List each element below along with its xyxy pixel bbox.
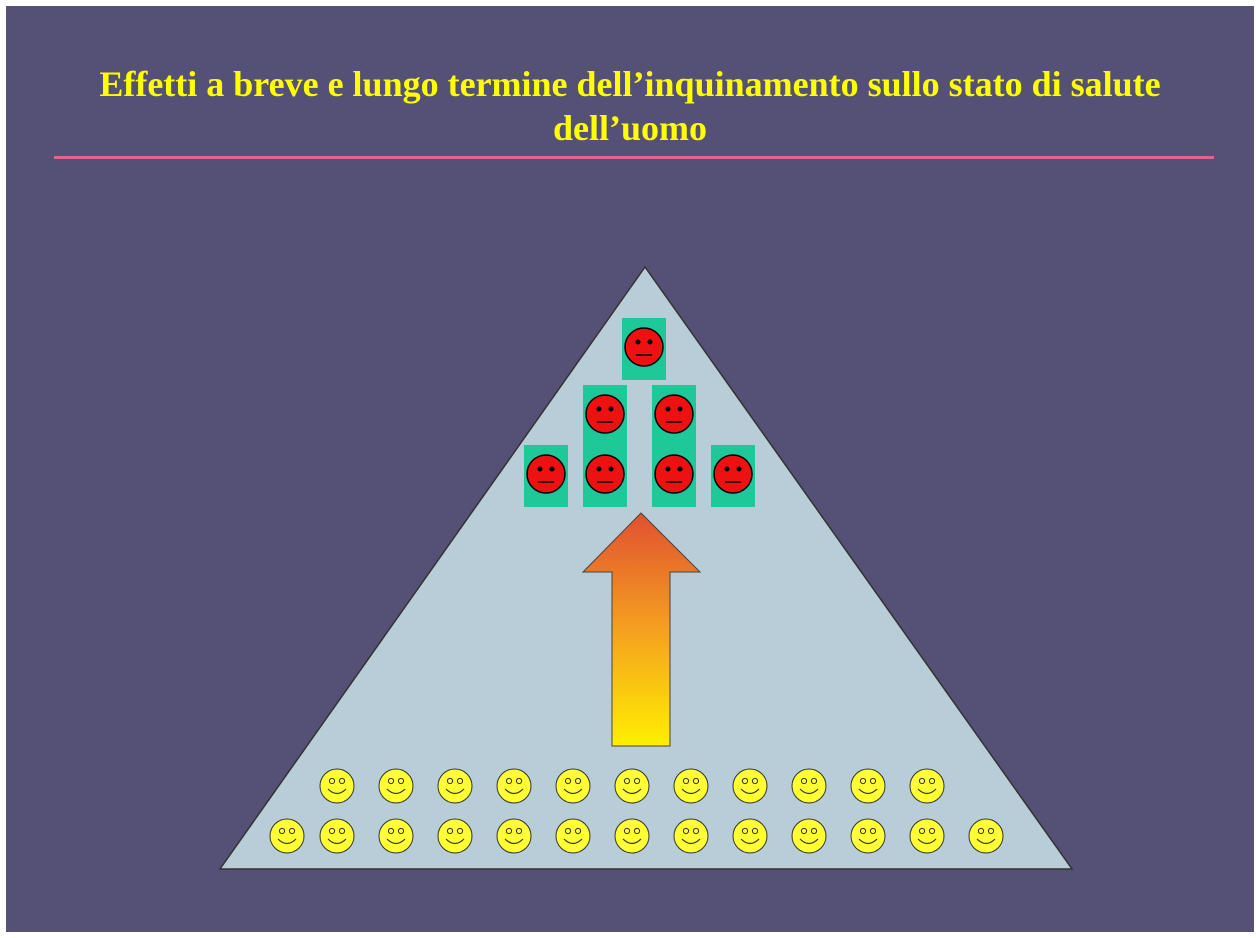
- smiley-face-icon: [673, 768, 709, 804]
- smiley-face-icon: [732, 768, 768, 804]
- smiley-face-icon: [496, 818, 532, 854]
- smiley-face-icon: [909, 768, 945, 804]
- smiley-face-icon: [496, 768, 532, 804]
- smiley-face-icon: [614, 818, 650, 854]
- sad-red-face-icon: [713, 454, 753, 494]
- title-underline: [54, 156, 1214, 159]
- smiley-face-icon: [555, 818, 591, 854]
- smiley-face-icon: [319, 818, 355, 854]
- smiley-face-icon: [319, 768, 355, 804]
- sick-group: [524, 318, 755, 507]
- smiley-face-icon: [850, 818, 886, 854]
- sad-red-face-icon: [654, 394, 694, 434]
- smiley-face-icon: [555, 768, 591, 804]
- smiley-face-icon: [378, 818, 414, 854]
- sad-red-face-icon: [526, 454, 566, 494]
- smiley-face-icon: [673, 818, 709, 854]
- smiley-face-icon: [968, 818, 1004, 854]
- sad-red-face-icon: [624, 327, 664, 367]
- smiley-face-icon: [269, 818, 305, 854]
- sad-red-face-icon: [585, 394, 625, 434]
- healthy-group: [269, 768, 1004, 854]
- smiley-face-icon: [732, 818, 768, 854]
- smiley-face-icon: [791, 768, 827, 804]
- smiley-face-icon: [909, 818, 945, 854]
- smiley-face-icon: [378, 768, 414, 804]
- smiley-face-icon: [437, 768, 473, 804]
- smiley-face-icon: [614, 768, 650, 804]
- sad-red-face-icon: [585, 454, 625, 494]
- up-arrow-icon: [581, 512, 702, 747]
- slide-title: Effetti a breve e lungo termine dell’inq…: [99, 64, 1161, 148]
- smiley-face-icon: [850, 768, 886, 804]
- smiley-face-icon: [437, 818, 473, 854]
- smiley-face-icon: [791, 818, 827, 854]
- sad-red-face-icon: [654, 454, 694, 494]
